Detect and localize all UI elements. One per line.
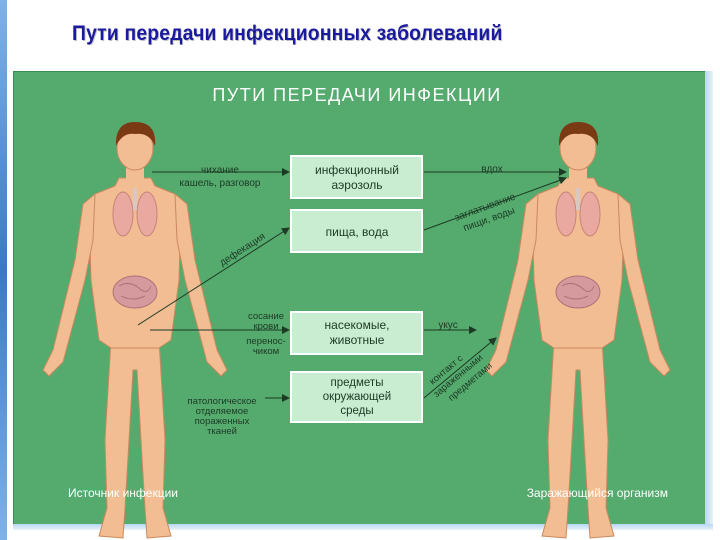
box-objects-line1: предметы xyxy=(331,377,384,389)
panel-shadow-right xyxy=(705,71,713,524)
box-food-water-label: пища, вода xyxy=(326,225,389,239)
diagram-header: ПУТИ ПЕРЕДАЧИ ИНФЕКЦИИ xyxy=(212,85,501,105)
label-sneeze-line2: кашель, разговор xyxy=(180,178,261,189)
label-blood-line1: сосание xyxy=(248,311,284,322)
target-human-figure xyxy=(485,121,671,539)
box-aerosol-line2: аэрозоль xyxy=(331,178,382,192)
label-blood-line4: чиком xyxy=(253,346,279,357)
label-pathologic-line1: патологическое xyxy=(187,396,256,407)
box-aerosol-line1: инфекционный xyxy=(315,163,399,177)
arrow-objects-to-contact xyxy=(423,337,497,399)
box-insects-animals xyxy=(290,311,423,355)
box-objects-line3: среды xyxy=(340,405,373,417)
box-food-water xyxy=(290,209,423,253)
label-pathologic-line3: пораженных xyxy=(195,416,250,427)
label-blood-line2: крови xyxy=(253,321,278,332)
caption-infection-source: Источник инфекции xyxy=(68,486,178,500)
label-pathologic-line2: отделяемое xyxy=(196,406,249,417)
box-environment-objects xyxy=(290,371,423,423)
label-sneeze-line1: чихание xyxy=(201,165,239,176)
arrow-defecation-to-food xyxy=(137,227,290,326)
label-blood-line3: перенос- xyxy=(246,336,285,347)
slide-title: Пути передачи инфекционных заболеваний xyxy=(72,22,503,45)
box-infectious-aerosol xyxy=(290,155,423,199)
label-bite: укус xyxy=(438,320,457,331)
arrow-food-to-swallow xyxy=(423,176,567,231)
slide-left-accent-bar xyxy=(0,0,7,540)
box-objects-line2: окружающей xyxy=(323,391,391,403)
box-insects-line1: насекомые, xyxy=(325,318,390,332)
box-insects-line2: животные xyxy=(330,333,385,347)
caption-infected-organism: Заражающийся организм xyxy=(527,486,668,500)
label-pathologic-line4: тканей xyxy=(207,426,237,437)
label-inhale: вдох xyxy=(481,164,502,175)
panel-shadow-bottom xyxy=(13,524,713,530)
label-defecation: дефекация xyxy=(217,230,267,268)
